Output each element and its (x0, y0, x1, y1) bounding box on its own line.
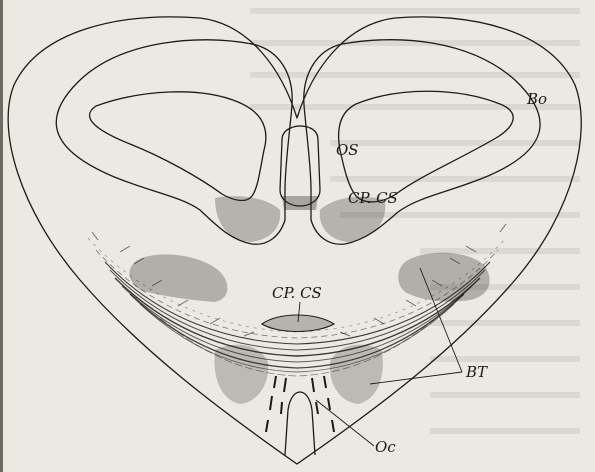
label-cpcs-upper: CP. CS (348, 189, 398, 207)
page-edge-shadow (0, 0, 3, 472)
label-oc: Oc (375, 438, 396, 456)
label-os: OS (336, 141, 359, 159)
label-bo: Bo (526, 90, 547, 108)
label-cpcs-lower: CP. CS (272, 284, 322, 302)
label-bt: BT (465, 363, 488, 381)
